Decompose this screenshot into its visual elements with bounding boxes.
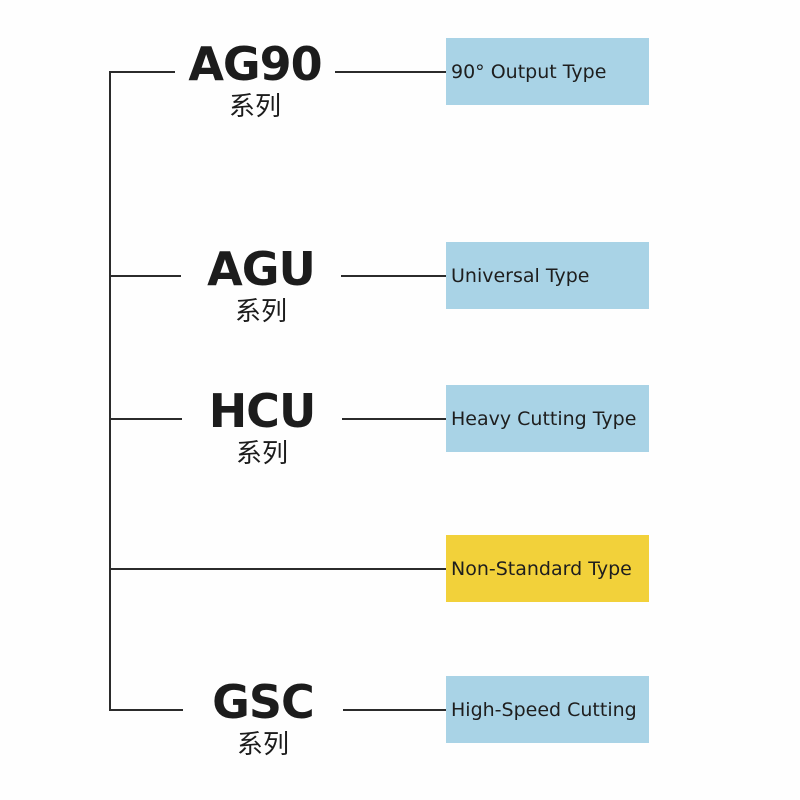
type-box-high-speed: High-Speed Cutting xyxy=(446,676,649,743)
type-box-universal: Universal Type xyxy=(446,242,649,309)
trunk-line xyxy=(109,71,111,711)
series-sub-agu: 系列 xyxy=(234,297,287,327)
type-label-heavy-cutting: Heavy Cutting Type xyxy=(451,407,637,430)
series-name-agu: AGU xyxy=(207,242,316,296)
series-sub-ag90: 系列 xyxy=(228,92,281,122)
series-sub-hcu: 系列 xyxy=(235,439,288,469)
type-label-high-speed: High-Speed Cutting xyxy=(451,698,637,721)
type-label-90-output: 90° Output Type xyxy=(451,60,607,83)
type-box-90-output: 90° Output Type xyxy=(446,38,649,105)
series-sub-gsc: 系列 xyxy=(236,730,289,760)
series-name-hcu: HCU xyxy=(208,384,317,438)
series-label-hcu: HCU 系列 xyxy=(182,385,342,471)
series-label-gsc: GSC 系列 xyxy=(183,676,343,762)
series-name-gsc: GSC xyxy=(212,675,315,729)
type-box-non-standard: Non-Standard Type xyxy=(446,535,649,602)
series-label-ag90: AG90 系列 xyxy=(175,38,335,124)
series-label-agu: AGU 系列 xyxy=(181,243,341,329)
series-name-ag90: AG90 xyxy=(188,37,322,91)
type-label-non-standard: Non-Standard Type xyxy=(451,557,632,580)
type-label-universal: Universal Type xyxy=(451,264,590,287)
branch-line-non-standard xyxy=(109,568,446,570)
type-box-heavy-cutting: Heavy Cutting Type xyxy=(446,385,649,452)
